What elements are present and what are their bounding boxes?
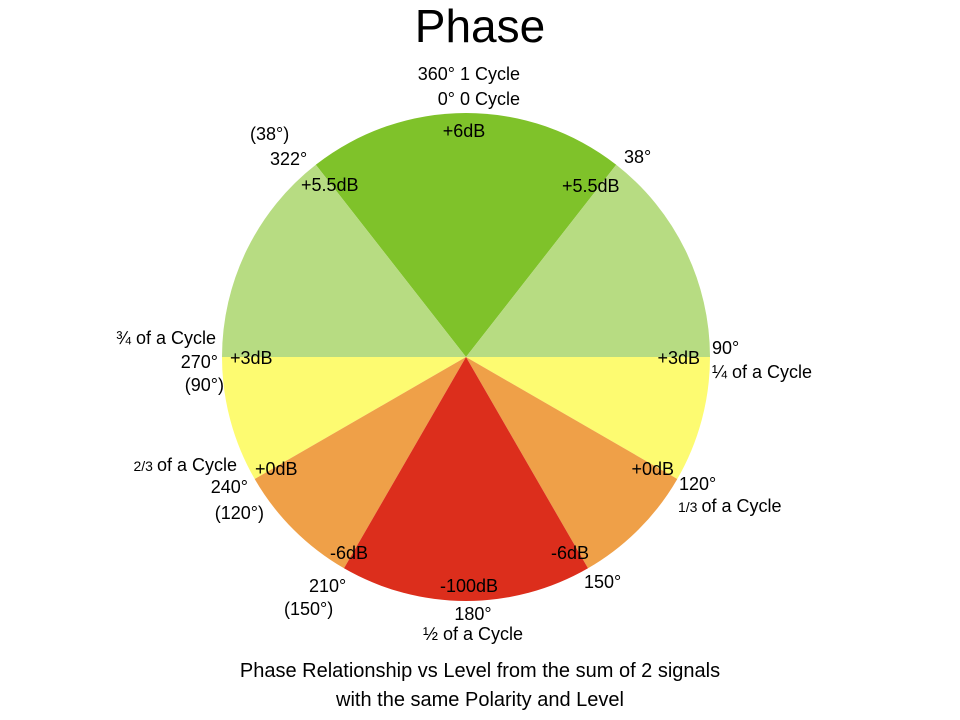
label-38-deg: 38° (624, 147, 651, 167)
label-90-deg: 90° (712, 338, 739, 358)
level-bottom-left: -6dB (330, 543, 368, 563)
label-150-deg: 150° (584, 572, 621, 592)
label-180-deg: 180° (454, 604, 491, 624)
wedge-top (315, 113, 617, 357)
wedge-bottom (344, 357, 588, 601)
label-two-thirds-fraction: 2/3 (133, 458, 153, 474)
label-38-deg-paren: (38°) (250, 124, 289, 144)
label-120-deg-paren: (120°) (215, 503, 264, 523)
label-240-deg: 240° (211, 477, 248, 497)
label-360-deg: 360° (418, 64, 455, 84)
page-title: Phase (415, 0, 545, 52)
label-one-third-text: of a Cycle (701, 496, 781, 516)
label-one-quarter-cycle: ¼ of a Cycle (712, 362, 812, 382)
level-top: +6dB (443, 121, 486, 141)
label-three-quarter-cycle: ¾ of a Cycle (116, 328, 216, 348)
wedge-upper-right (466, 164, 710, 357)
level-lower-left: +0dB (255, 459, 298, 479)
wedge-lower-left (254, 357, 466, 569)
caption-line-2: with the same Polarity and Level (335, 689, 624, 711)
wedge-middle-left (222, 357, 466, 479)
level-lower-right: +0dB (631, 459, 674, 479)
wedge-middle-right (466, 357, 710, 479)
label-0-cycle: 0 Cycle (460, 89, 520, 109)
label-0-deg: 0° (438, 89, 455, 109)
level-middle-right: +3dB (657, 348, 700, 368)
label-one-third-fraction: 1/3 (678, 499, 698, 515)
level-upper-left: +5.5dB (301, 175, 359, 195)
label-half-cycle: ½ of a Cycle (423, 624, 523, 644)
label-270-deg: 270° (181, 352, 218, 372)
label-1-cycle: 1 Cycle (460, 64, 520, 84)
level-upper-right: +5.5dB (562, 176, 620, 196)
label-90-deg-paren: (90°) (185, 375, 224, 395)
level-middle-left: +3dB (230, 348, 273, 368)
label-120-deg: 120° (679, 474, 716, 494)
label-two-thirds-text: of a Cycle (157, 455, 237, 475)
level-bottom: -100dB (440, 576, 498, 596)
label-210-deg: 210° (309, 576, 346, 596)
wedge-lower-right (466, 357, 678, 569)
wedge-upper-left (222, 164, 466, 357)
caption-line-1: Phase Relationship vs Level from the sum… (240, 660, 720, 682)
label-150-deg-paren: (150°) (284, 599, 333, 619)
label-322-deg: 322° (270, 149, 307, 169)
phase-wheel (222, 113, 710, 601)
level-bottom-right: -6dB (551, 543, 589, 563)
